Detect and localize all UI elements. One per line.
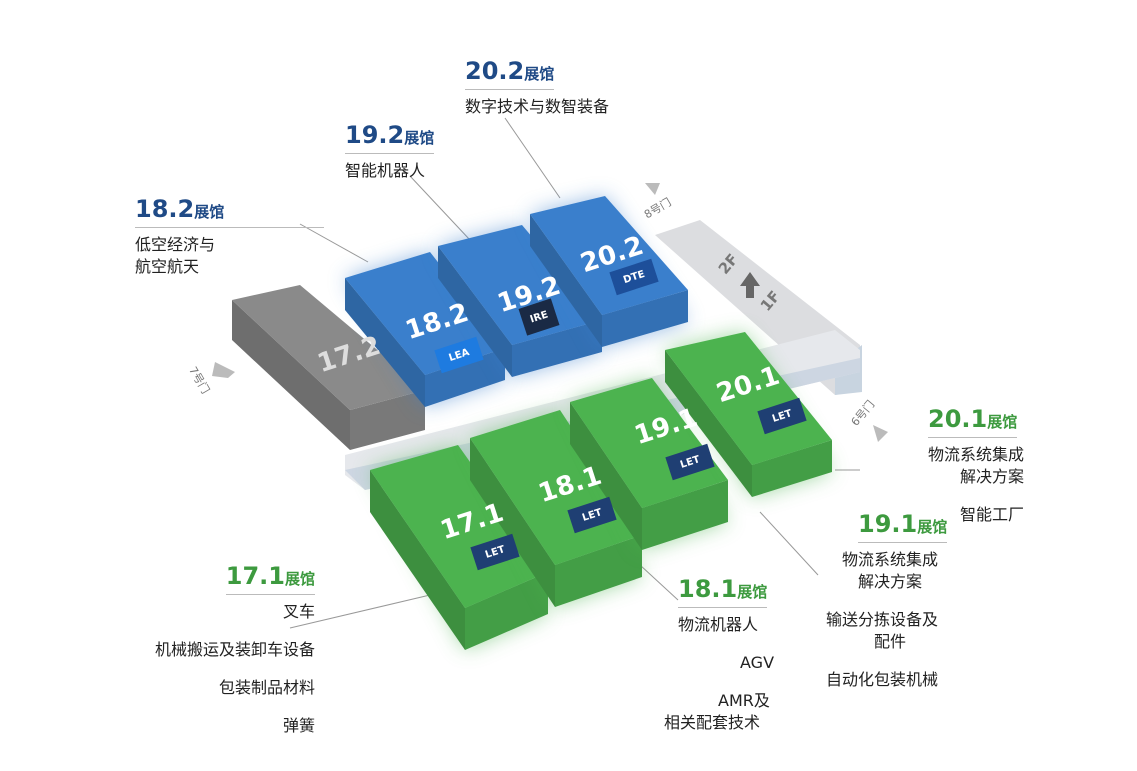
hall-20-2-side [530, 214, 602, 347]
leader-line [504, 117, 561, 199]
hall-20-2-label: 20.2展馆 数字技术与数智装备 [465, 57, 610, 116]
leader-line [409, 175, 471, 241]
hall-18-1-label: 18.1展馆 物流机器人 AGV AMR及 相关配套技术 [664, 575, 775, 732]
hall-19-1-label: 19.1展馆 物流系统集成 解决方案 输送分拣设备及 配件 自动化包装机械 [826, 510, 948, 689]
hall-20-1-side [665, 350, 752, 497]
hall-17-1-side [370, 470, 465, 650]
hall-19-1-front [642, 480, 728, 550]
leader-line [759, 511, 819, 576]
hall-20-1-label: 20.1展馆 物流系统集成 解决方案 智能工厂 [928, 405, 1025, 524]
hall-19-1-top [570, 378, 728, 508]
gate-6-arrow-icon [873, 425, 888, 442]
hall-19-2-top [438, 225, 602, 345]
hall-18-2-label: 18.2展馆 低空经济与 航空航天 [135, 197, 325, 278]
hall-17-2-top [232, 285, 425, 410]
hall-17-1-front [465, 572, 548, 650]
floor-up-arrow-icon [740, 272, 760, 298]
leader-line [289, 594, 431, 629]
hall-18-2-side [345, 278, 425, 407]
hall-17-1-top [370, 445, 548, 608]
hall-19-2-side [438, 246, 512, 377]
hall-19-2-front [512, 320, 602, 377]
hall-20-2-top [530, 196, 688, 315]
hall-18-1-front [555, 535, 642, 607]
gate-8-arrow-icon [645, 183, 660, 195]
hall-20-1-top [665, 332, 832, 465]
hall-18-1-side [470, 438, 555, 607]
leader-line [639, 564, 679, 601]
hall-18-1-top [470, 410, 642, 565]
hall-18-2-front [425, 348, 505, 407]
hall-19-2-label: 19.2展馆 智能机器人 [345, 121, 435, 180]
hall-20-1-front [752, 440, 832, 497]
hall-17-2-side [232, 300, 350, 450]
hall-20-2-front [602, 290, 688, 347]
gate-7-arrow-icon [212, 362, 235, 378]
hall-17-1-label: 17.1展馆 叉车 机械搬运及装卸车设备 包装制品材料 弹簧 [154, 562, 315, 735]
hall-19-1-side [570, 402, 642, 550]
leader-line [299, 223, 369, 263]
